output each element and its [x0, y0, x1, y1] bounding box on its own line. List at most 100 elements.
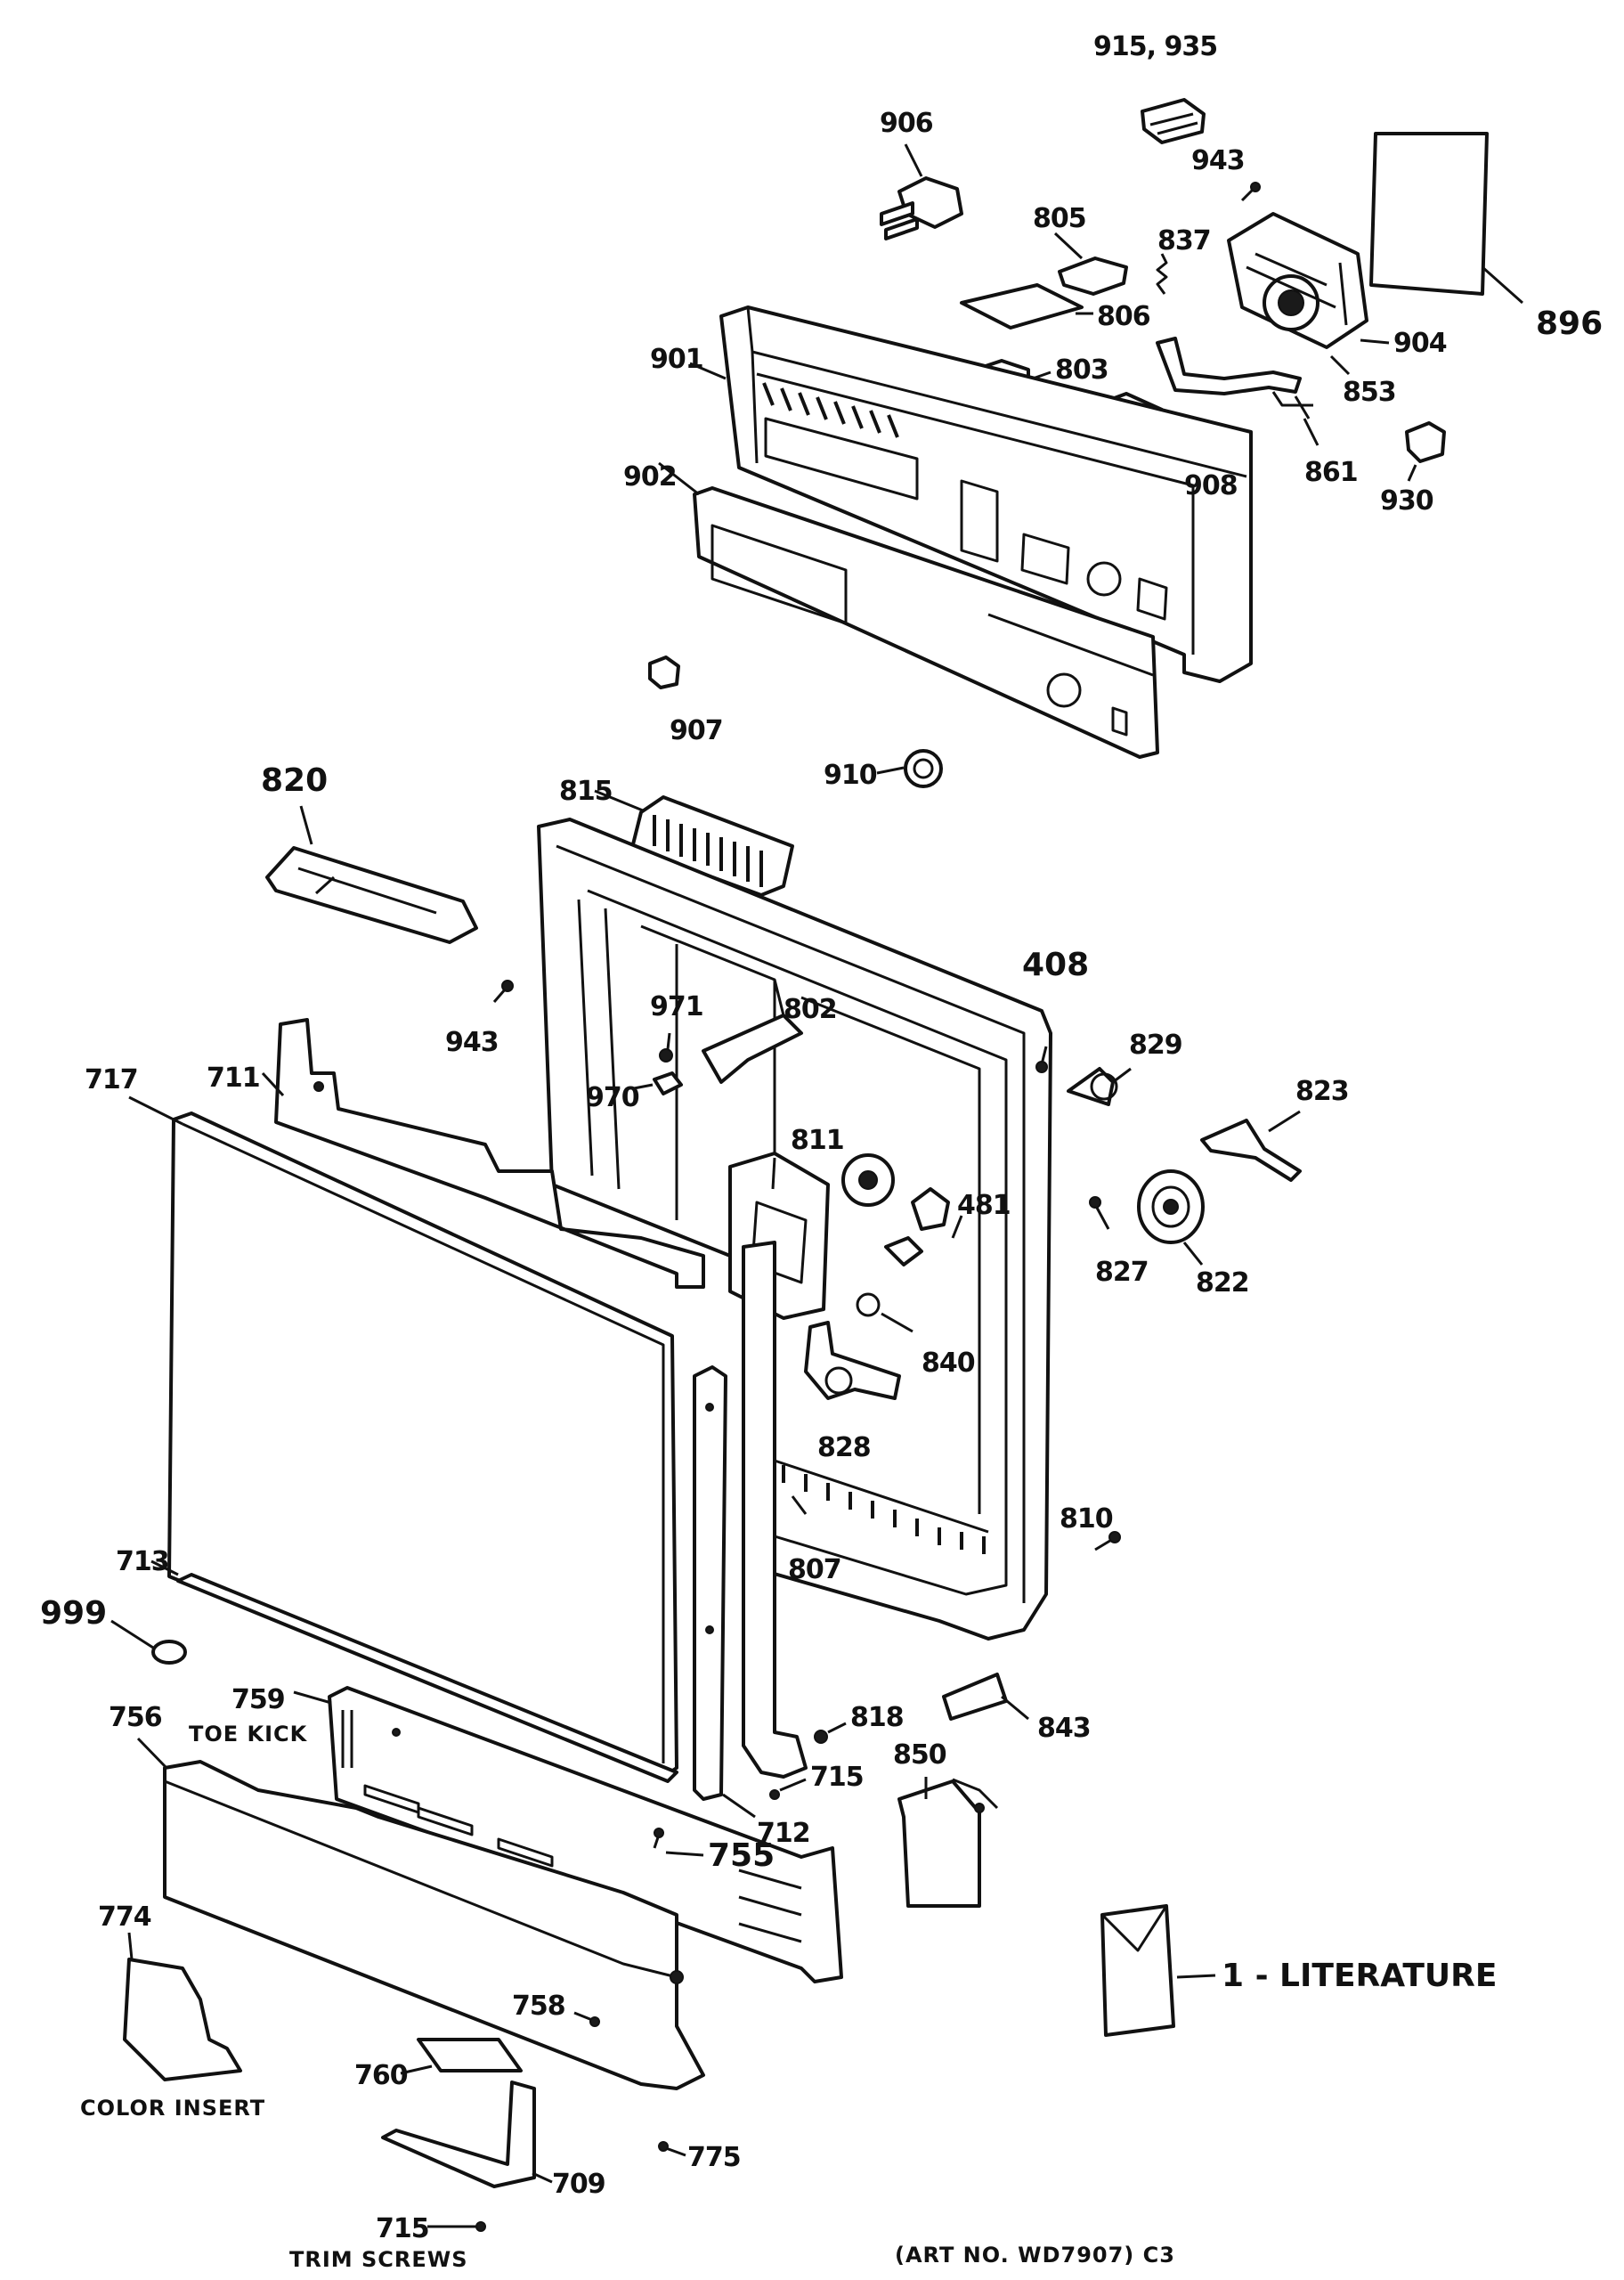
label-823: 823: [1295, 1076, 1349, 1107]
part-806: [960, 283, 1093, 330]
label-943-top: 943: [1191, 145, 1245, 176]
label-712: 712: [757, 1818, 810, 1849]
label-896: 896: [1536, 305, 1603, 342]
label-758: 758: [512, 1991, 565, 2022]
part-715-bottom: [427, 2221, 486, 2232]
part-850: [897, 1777, 999, 1908]
caption-literature: 1 - LITERATURE: [1222, 1958, 1497, 1994]
part-943-top: [1240, 182, 1261, 202]
part-756: [136, 1737, 705, 2090]
label-815: 815: [559, 776, 613, 807]
part-711: [261, 1018, 705, 1289]
label-930: 930: [1380, 485, 1433, 517]
part-915-935: [1141, 98, 1206, 144]
label-915-935: 915, 935: [1093, 31, 1217, 62]
label-843: 843: [1037, 1713, 1091, 1744]
part-709: [381, 2080, 553, 2188]
label-999: 999: [40, 1595, 107, 1632]
part-904: [1227, 212, 1390, 349]
label-805: 805: [1033, 203, 1086, 234]
label-902: 902: [623, 461, 677, 493]
part-906: [880, 143, 963, 240]
part-943-mid: [492, 980, 514, 1003]
captions: TOE KICK COLOR INSERT TRIM SCREWS 1 - LI…: [80, 1722, 1497, 2272]
part-755: [653, 1828, 704, 1857]
part-901-console: [689, 305, 1253, 683]
part-829: [1067, 1067, 1132, 1106]
caption-toe-kick: TOE KICK: [189, 1722, 308, 1747]
label-759: 759: [231, 1684, 285, 1715]
part-971: [659, 1032, 673, 1063]
leader-853: [1329, 354, 1351, 376]
label-907: 907: [670, 715, 723, 746]
caption-art-number: (ART NO. WD7907) C3: [895, 2243, 1175, 2268]
part-822: [1137, 1169, 1205, 1266]
part-805: [1053, 232, 1128, 296]
caption-trim-screws: TRIM SCREWS: [289, 2247, 468, 2272]
part-760: [400, 2038, 523, 2075]
label-901: 901: [650, 344, 703, 375]
label-828: 828: [817, 1432, 871, 1463]
part-802: [702, 979, 803, 1084]
label-943-mid: 943: [445, 1027, 499, 1058]
part-896: [1369, 132, 1523, 305]
label-803: 803: [1055, 354, 1108, 386]
label-837: 837: [1157, 225, 1211, 256]
label-827: 827: [1095, 1257, 1149, 1288]
label-760: 760: [354, 2060, 408, 2091]
part-823: [1200, 1110, 1302, 1182]
label-970: 970: [586, 1082, 639, 1113]
part-837: [1156, 253, 1168, 295]
part-910: [876, 749, 943, 788]
part-713: [150, 1559, 678, 1783]
label-853: 853: [1343, 377, 1396, 408]
label-861: 861: [1304, 457, 1358, 488]
label-807: 807: [788, 1554, 841, 1585]
part-828: [804, 1321, 901, 1400]
part-930: [1405, 421, 1446, 482]
label-822: 822: [1196, 1267, 1249, 1299]
label-711: 711: [207, 1063, 260, 1094]
label-811: 811: [791, 1125, 844, 1156]
label-840: 840: [922, 1348, 975, 1379]
caption-color-insert: COLOR INSERT: [80, 2096, 265, 2121]
label-806: 806: [1097, 301, 1150, 332]
part-970: [633, 1071, 683, 1095]
part-902-panel: [658, 461, 1159, 759]
label-818: 818: [850, 1702, 904, 1733]
label-408: 408: [1022, 947, 1089, 983]
part-840: [856, 1292, 914, 1333]
label-829: 829: [1129, 1030, 1182, 1061]
label-774: 774: [98, 1901, 151, 1933]
label-713: 713: [116, 1546, 169, 1577]
label-775: 775: [687, 2142, 741, 2173]
part-775: [658, 2141, 686, 2157]
label-810: 810: [1060, 1503, 1113, 1535]
part-861: [1156, 337, 1320, 446]
label-850: 850: [893, 1739, 946, 1771]
part-810: [1094, 1531, 1121, 1551]
label-906: 906: [880, 108, 933, 139]
part-758: [573, 2011, 600, 2027]
part-907: [648, 656, 680, 689]
label-715-mid: 715: [810, 1762, 864, 1793]
label-802: 802: [784, 994, 837, 1025]
label-908: 908: [1184, 470, 1238, 501]
label-756: 756: [109, 1702, 162, 1733]
leader-807: [791, 1495, 808, 1515]
label-709: 709: [552, 2169, 605, 2200]
label-910: 910: [824, 760, 877, 791]
part-818: [814, 1722, 847, 1744]
part-774: [123, 1932, 242, 2081]
part-labels: 915, 935 906 943 805 837 806 896 901 803…: [40, 31, 1603, 2244]
part-759: [293, 1686, 843, 1983]
part-717: [128, 1095, 678, 1779]
label-717: 717: [85, 1064, 138, 1095]
part-481: [841, 1153, 963, 1266]
label-820: 820: [261, 762, 328, 799]
label-971: 971: [650, 991, 703, 1022]
part-999: [110, 1619, 187, 1665]
literature-envelope-icon: [1100, 1904, 1216, 2037]
part-side-bracket: [742, 1241, 808, 1779]
